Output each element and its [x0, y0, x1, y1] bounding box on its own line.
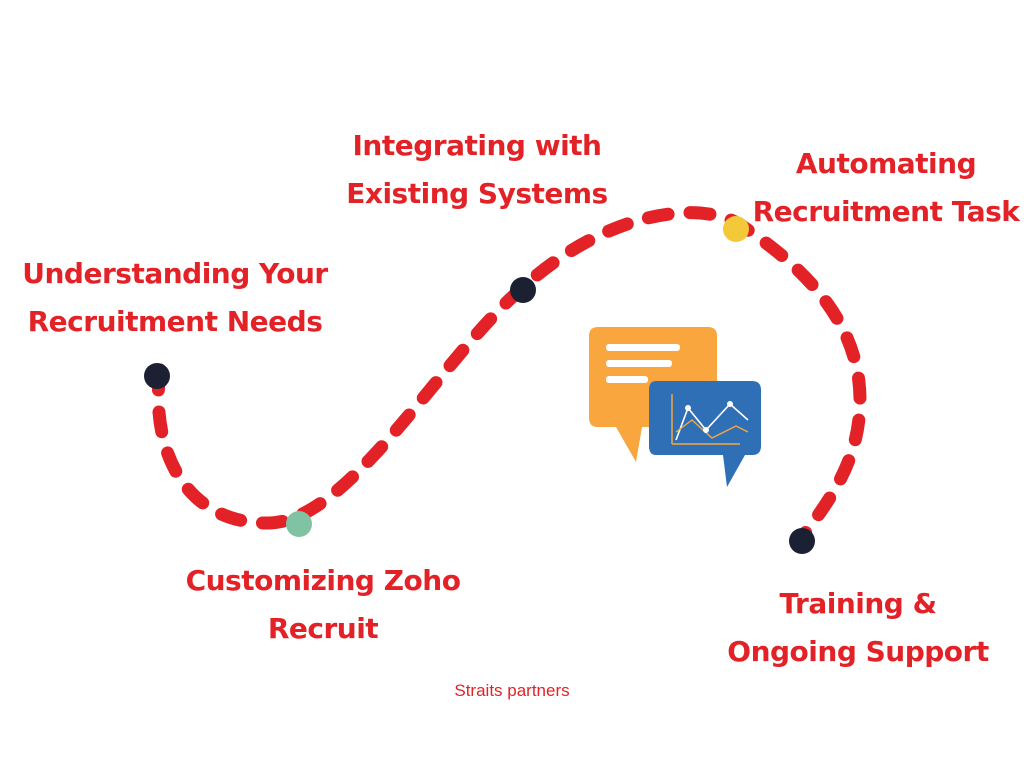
step-4-line-1: Automating — [795, 147, 977, 180]
marker-step-4 — [723, 216, 749, 242]
step-3-line-1: Integrating with — [352, 129, 602, 162]
step-understanding-needs: Understanding Your Recruitment Needs — [8, 250, 342, 346]
marker-step-1 — [144, 363, 170, 389]
marker-step-2 — [286, 511, 312, 537]
blue-bubble-icon — [649, 381, 761, 487]
step-training-support: Training & Ongoing Support — [712, 580, 1004, 676]
step-integrating-systems: Integrating with Existing Systems — [336, 122, 618, 218]
line-chart-icon — [671, 394, 749, 445]
step-5-line-2: Ongoing Support — [727, 635, 989, 668]
roadmap-path — [151, 206, 867, 547]
step-customizing-zoho: Customizing Zoho Recruit — [168, 557, 478, 653]
step-3-line-2: Existing Systems — [346, 177, 608, 210]
step-1-line-1: Understanding Your — [22, 257, 328, 290]
step-2-line-2: Recruit — [267, 612, 379, 645]
step-automating-tasks: Automating Recruitment Task — [744, 140, 1024, 236]
footer-credit: Straits partners — [454, 681, 570, 700]
step-4-line-2: Recruitment Task — [752, 195, 1020, 228]
marker-step-3 — [510, 277, 536, 303]
step-1-line-2: Recruitment Needs — [27, 305, 323, 338]
step-2-line-1: Customizing Zoho — [185, 564, 461, 597]
step-5-line-1: Training & — [779, 587, 938, 620]
chat-bubbles-icon — [589, 327, 761, 487]
marker-step-5 — [789, 528, 815, 554]
